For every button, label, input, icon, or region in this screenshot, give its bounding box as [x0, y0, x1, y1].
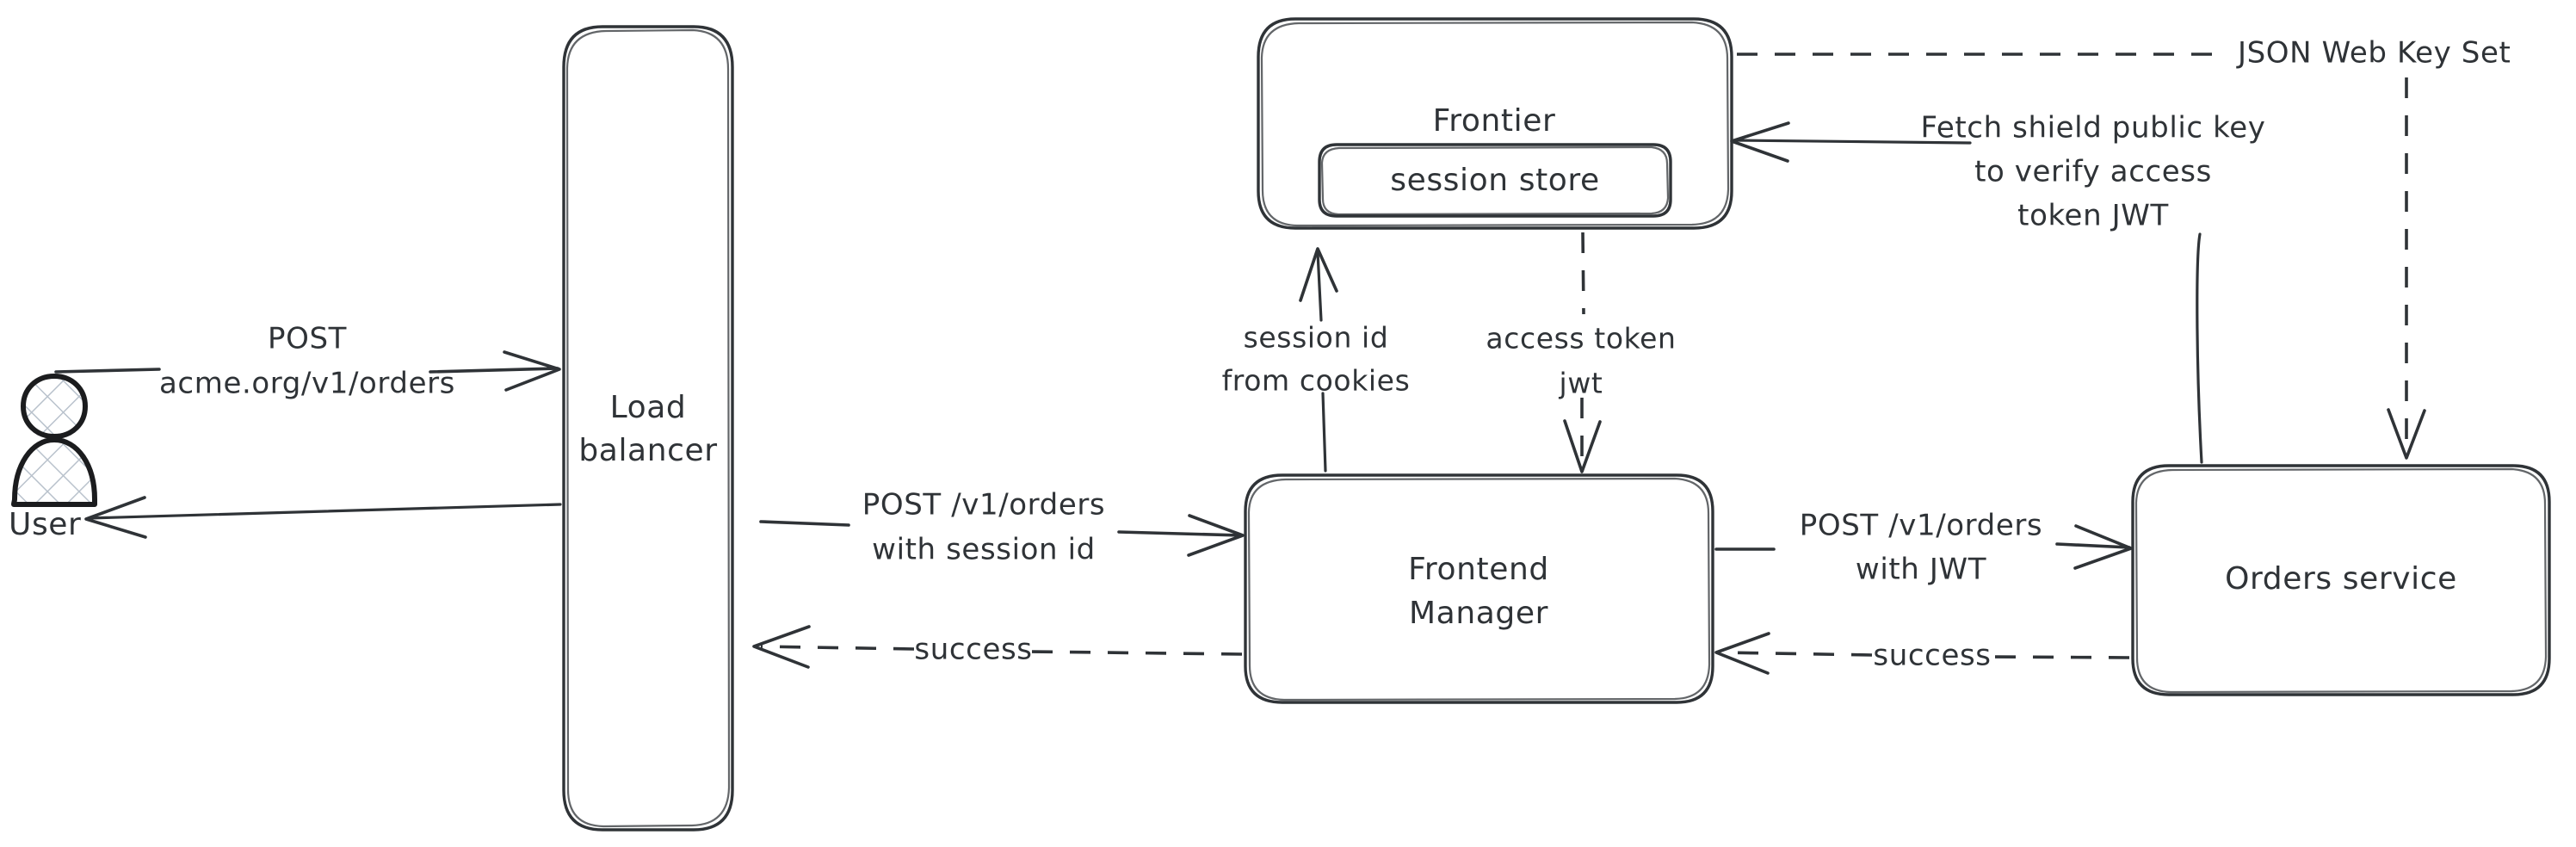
session-store-label: session store — [1390, 163, 1600, 198]
edge-fm-to-frontier-label-line1: session id — [1244, 321, 1389, 355]
edge-frontend-manager-to-orders: POST /v1/orders with JWT — [1714, 509, 2133, 587]
frontier-label: Frontier — [1433, 103, 1556, 139]
load-balancer-label-line2: balancer — [578, 433, 717, 468]
edge-frontier-to-frontend-manager: access token jwt — [1486, 232, 1676, 473]
edge-load-balancer-to-user — [84, 496, 562, 539]
load-balancer-label-line1: Load — [610, 390, 687, 425]
edge-lb-to-fm-label-line1: POST /v1/orders — [862, 488, 1105, 522]
orders-service-label: Orders service — [2225, 561, 2457, 597]
edge-orders-to-frontier-label-line2: to verify access — [1974, 155, 2212, 189]
edge-frontier-to-fm-label-line2: jwt — [1559, 367, 1603, 400]
edge-user-to-load-balancer: POST acme.org/v1/orders — [54, 322, 561, 401]
edge-user-to-lb-label-line1: POST — [268, 322, 347, 356]
load-balancer-node[interactable]: Load balancer — [562, 25, 734, 832]
edge-fm-to-lb-label: success — [914, 633, 1032, 667]
edge-orders-to-frontier-label-line3: token JWT — [2017, 199, 2169, 233]
edge-frontier-to-orders-jwks: JSON Web Key Set — [1737, 36, 2511, 460]
user-label: User — [9, 507, 81, 542]
edge-jwks-label: JSON Web Key Set — [2236, 36, 2511, 71]
edge-user-to-lb-label-line2: acme.org/v1/orders — [159, 367, 455, 401]
frontend-manager-label-line2: Manager — [1409, 596, 1548, 631]
edge-frontend-manager-to-frontier: session id from cookies — [1222, 247, 1411, 473]
frontend-manager-label-line1: Frontend — [1408, 552, 1549, 587]
edge-frontend-manager-to-lb: success — [752, 625, 1243, 669]
edge-fm-to-orders-label-line2: with JWT — [1856, 553, 1986, 587]
edge-frontier-to-fm-label-line1: access token — [1486, 322, 1676, 355]
user-icon — [11, 374, 97, 507]
session-store-node[interactable]: session store — [1318, 143, 1672, 218]
edge-fm-to-frontier-label-line2: from cookies — [1222, 364, 1411, 398]
edge-lb-to-frontend-manager: POST /v1/orders with session id — [759, 488, 1245, 567]
edge-lb-to-fm-label-line2: with session id — [872, 533, 1096, 567]
edge-orders-to-fm-label: success — [1873, 639, 1991, 673]
edge-orders-to-frontend-manager: success — [1714, 632, 2130, 675]
edge-fm-to-orders-label-line1: POST /v1/orders — [1800, 509, 2042, 543]
frontier-node[interactable]: Frontier session store — [1257, 17, 1733, 230]
edge-orders-to-frontier-label-line1: Fetch shield public key — [1921, 111, 2266, 145]
orders-service-node[interactable]: Orders service — [2131, 464, 2551, 696]
user-node[interactable]: User — [9, 374, 97, 542]
frontend-manager-node[interactable]: Frontend Manager — [1244, 473, 1714, 704]
edge-orders-to-frontier: Fetch shield public key to verify access… — [1730, 111, 2266, 464]
